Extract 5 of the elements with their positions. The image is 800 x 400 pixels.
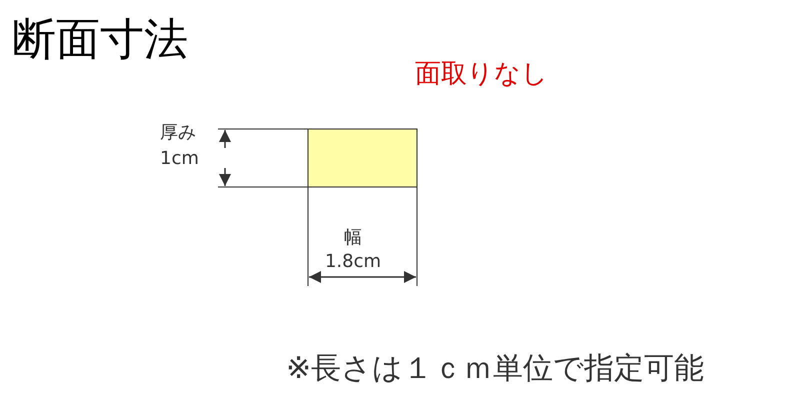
note: 面取りなし bbox=[415, 58, 548, 91]
dimension-label: 幅 1.8cm bbox=[324, 226, 382, 274]
note: ※長さは１ｃｍ単位で指定可能 bbox=[286, 350, 704, 388]
title: 断面寸法 bbox=[12, 13, 188, 67]
dimension-label: 厚み 1cm bbox=[160, 121, 200, 171]
